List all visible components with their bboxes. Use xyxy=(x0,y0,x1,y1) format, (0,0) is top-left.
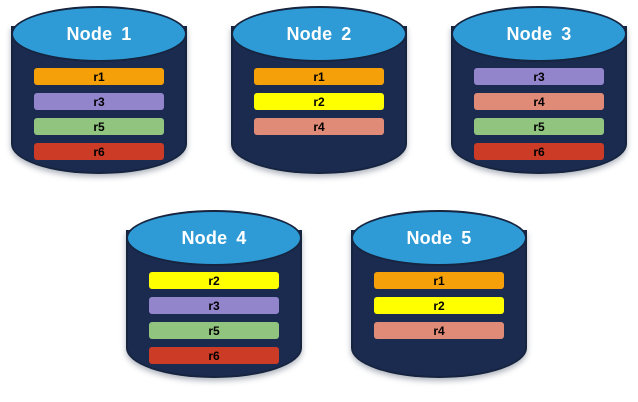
replica-list: r3 r4 r5 r6 xyxy=(451,62,627,160)
replica-bar-r5[interactable]: r5 xyxy=(34,118,164,135)
replica-bar-r3[interactable]: r3 xyxy=(149,297,279,314)
replica-bar-r4[interactable]: r4 xyxy=(374,322,504,339)
replica-bar-r6[interactable]: r6 xyxy=(149,347,279,364)
replica-bar-r1[interactable]: r1 xyxy=(34,68,164,85)
replica-bar-r5[interactable]: r5 xyxy=(149,322,279,339)
replica-bar-r2[interactable]: r2 xyxy=(254,93,384,110)
replica-list: r1 r2 r4 xyxy=(231,62,407,135)
replica-bar-r2[interactable]: r2 xyxy=(149,272,279,289)
replica-bar-r3[interactable]: r3 xyxy=(34,93,164,110)
replica-bar-r3[interactable]: r3 xyxy=(474,68,604,85)
replica-bar-r1[interactable]: r1 xyxy=(374,272,504,289)
replica-bar-r4[interactable]: r4 xyxy=(254,118,384,135)
replica-list: r1 r2 r4 xyxy=(351,266,527,339)
replica-list: r1 r3 r5 r6 xyxy=(11,62,187,160)
replica-list: r2 r3 r5 r6 xyxy=(126,266,302,364)
replica-bar-r2[interactable]: r2 xyxy=(374,297,504,314)
replica-bar-r1[interactable]: r1 xyxy=(254,68,384,85)
node-cylinder-top xyxy=(11,6,187,62)
replica-bar-r6[interactable]: r6 xyxy=(474,143,604,160)
node-cylinder-top xyxy=(231,6,407,62)
node-cylinder-top xyxy=(126,210,302,266)
replica-bar-r4[interactable]: r4 xyxy=(474,93,604,110)
node-cylinder-top xyxy=(451,6,627,62)
node-cylinder-top xyxy=(351,210,527,266)
replica-bar-r6[interactable]: r6 xyxy=(34,143,164,160)
replica-bar-r5[interactable]: r5 xyxy=(474,118,604,135)
